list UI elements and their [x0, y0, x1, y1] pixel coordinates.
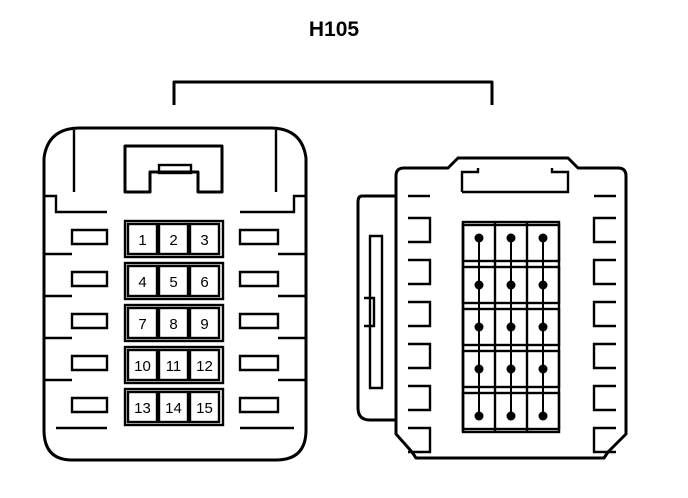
view-bracket — [172, 80, 494, 105]
terminal-dot — [506, 411, 516, 421]
pin-cavity — [157, 222, 190, 256]
terminal-dot — [474, 233, 484, 243]
female-left-tooth — [70, 396, 109, 414]
female-side-teeth — [44, 228, 306, 430]
terminal-dot — [474, 280, 484, 290]
male-right-tooth — [592, 216, 616, 244]
male-side-teeth — [408, 194, 616, 454]
male-right-tooth — [592, 342, 616, 370]
male-connector-body — [394, 156, 628, 460]
male-connector — [356, 156, 628, 460]
female-inner-lines — [72, 130, 278, 192]
terminal-dot — [538, 322, 548, 332]
pin-number: 8 — [169, 316, 177, 333]
pin-cavity — [126, 222, 159, 256]
pin-cavity — [157, 348, 190, 382]
pin-cavity — [188, 306, 221, 340]
pin-number: 13 — [134, 400, 151, 417]
male-right-tooth — [592, 300, 616, 328]
terminal-dot — [538, 364, 548, 374]
terminal-dot — [506, 280, 516, 290]
pin-cavity — [126, 264, 159, 298]
pin-number: 14 — [165, 400, 182, 417]
female-right-tooth — [238, 228, 280, 246]
pin-cavity — [188, 348, 221, 382]
female-latch-slot — [157, 163, 193, 175]
female-connector-body — [42, 126, 308, 462]
female-cavity-row-frame — [123, 387, 225, 427]
male-right-tooth — [592, 384, 616, 412]
pin-number: 15 — [196, 400, 213, 417]
terminal-dot — [506, 364, 516, 374]
pin-number: 9 — [200, 316, 208, 333]
pin-cavity — [126, 348, 159, 382]
terminal-dot — [538, 411, 548, 421]
pin-number: 7 — [138, 316, 146, 333]
terminal-dot — [474, 322, 484, 332]
terminal-dot — [506, 233, 516, 243]
pin-cavity — [157, 390, 190, 424]
female-cavity-row-frame — [123, 219, 225, 259]
male-right-tooth — [592, 426, 616, 454]
male-side-lock — [356, 194, 396, 422]
pin-number: 1 — [138, 232, 146, 249]
terminal-dot — [506, 322, 516, 332]
female-right-tooth — [238, 354, 280, 372]
male-lock-rail — [368, 234, 384, 390]
terminal-dot — [538, 233, 548, 243]
female-cavity-row-frame — [123, 345, 225, 385]
male-terminal-grid — [461, 220, 561, 434]
pin-number: 3 — [200, 232, 208, 249]
terminal-dot — [474, 411, 484, 421]
female-notch-top-right — [240, 194, 306, 214]
pin-number: 4 — [138, 274, 146, 291]
female-notch-top-left — [44, 194, 107, 214]
pin-number: 12 — [196, 358, 213, 375]
pin-number: 11 — [166, 358, 182, 375]
male-left-tooth — [408, 258, 432, 286]
terminal-dot — [538, 280, 548, 290]
pin-number: 5 — [169, 274, 177, 291]
pin-number: 2 — [169, 232, 177, 249]
male-left-tooth — [408, 384, 432, 412]
pin-cavity — [157, 264, 190, 298]
female-latch — [123, 144, 224, 194]
male-left-tooth — [408, 300, 432, 328]
female-right-tooth — [238, 270, 280, 288]
female-left-tooth — [70, 228, 109, 246]
female-cavity-row-frame — [123, 303, 225, 343]
male-left-tooth — [408, 216, 432, 244]
female-left-tooth — [70, 354, 109, 372]
female-right-tooth — [238, 312, 280, 330]
female-cavity-row-frame — [123, 261, 225, 301]
female-left-tooth — [70, 312, 109, 330]
pin-cavity — [157, 306, 190, 340]
male-left-tooth — [408, 342, 432, 370]
pin-number: 6 — [200, 274, 208, 291]
female-left-tooth — [70, 270, 109, 288]
pin-cavity — [126, 306, 159, 340]
male-top-tab — [460, 168, 570, 194]
male-left-tooth — [408, 426, 432, 454]
male-lock-catch — [364, 296, 376, 328]
pin-cavity — [188, 222, 221, 256]
pin-cavity — [188, 264, 221, 298]
terminal-dot — [474, 364, 484, 374]
pin-cavity — [188, 390, 221, 424]
female-right-tooth — [238, 396, 280, 414]
male-right-tooth — [592, 258, 616, 286]
connector-title: H105 — [309, 18, 360, 41]
pin-number: 10 — [134, 358, 151, 375]
pin-cavity — [126, 390, 159, 424]
